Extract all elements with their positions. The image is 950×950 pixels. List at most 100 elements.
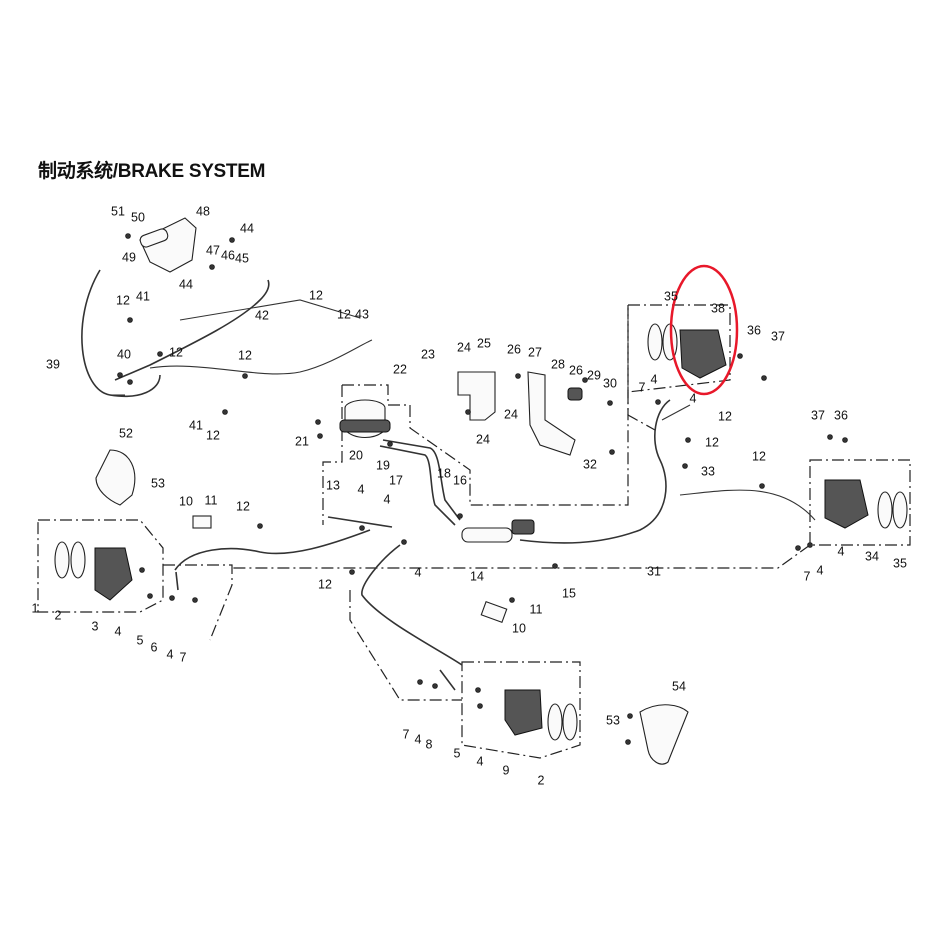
callout-4-h: 4 [167,647,174,661]
callout-52: 52 [119,426,133,440]
callout-1: 1 [32,601,39,615]
outline-cable-link [627,392,656,431]
callout-20: 20 [349,448,363,462]
diagram-title: 制动系统/BRAKE SYSTEM [38,161,266,182]
callout-12-j: 12 [236,499,250,513]
callout-41-b: 41 [189,418,203,432]
part-25-bracket [457,371,496,421]
callout-15: 15 [562,586,576,600]
callout-47: 47 [206,243,220,257]
callout-12-g: 12 [718,409,732,423]
outline-rear-link [232,544,811,569]
part-10b-bracket [480,600,508,624]
callout-19: 19 [376,458,390,472]
outline-front-right-link [349,590,462,701]
callout-18: 18 [437,466,451,480]
callout-4-d: 4 [384,492,391,506]
pipe-17 [379,445,456,526]
callout-16: 16 [453,473,467,487]
callout-31: 31 [647,564,661,578]
hose-42 [179,299,361,321]
callout-53-b: 53 [606,713,620,727]
callout-26: 26 [507,342,521,356]
outline-front-left-caliper [37,519,164,613]
part-28-spring [567,387,583,401]
brake-lines [81,269,816,691]
callout-11-b: 11 [530,602,543,616]
callout-11: 11 [205,493,218,507]
callout-13: 13 [326,478,340,492]
callout-32: 32 [583,457,597,471]
callout-54: 54 [672,679,686,693]
callout-8: 8 [426,737,433,751]
bolts [117,233,848,745]
callout-4-g: 4 [115,624,122,638]
callout-3: 3 [92,619,99,633]
part-3-front-left-caliper [54,541,133,601]
callout-22: 22 [393,362,407,376]
callout-4: 4 [651,372,658,386]
part-9-front-right-caliper [504,689,578,741]
hose-front-right-tip [439,669,456,691]
callout-10-b: 10 [512,621,526,635]
hose-rear-right [679,489,816,521]
part-14-master-cylinder [461,519,535,543]
callout-2: 2 [55,608,62,622]
part-52-cover [95,449,136,506]
callout-37-b: 37 [811,408,825,422]
callout-6: 6 [151,640,158,654]
callout-26-b: 26 [569,363,583,377]
callout-44-lower: 44 [179,277,193,291]
callout-4-f: 4 [817,563,824,577]
callout-24-b: 24 [504,407,518,421]
callout-38: 38 [711,301,725,315]
callout-2-b: 2 [538,773,545,787]
callout-12-c: 12 [337,307,351,321]
hose-upper-mid [114,279,270,381]
callout-4-j: 4 [415,732,422,746]
outline-front-right-caliper [461,661,581,759]
callout-37: 37 [771,329,785,343]
outline-front-left-link [163,564,233,641]
part-20-reservoir [339,399,391,439]
callout-9: 9 [503,763,510,777]
callout-21: 21 [295,434,309,448]
callout-41: 41 [136,289,150,303]
callout-33: 33 [701,464,715,478]
callout-30: 30 [603,376,617,390]
callout-5: 5 [137,633,144,647]
outline-rear-right-caliper [809,459,911,546]
callout-36: 36 [747,323,761,337]
callout-42: 42 [255,308,269,322]
callout-50: 50 [131,210,145,224]
callout-40: 40 [117,347,131,361]
hose-front-right [361,544,463,666]
parts [54,217,908,765]
callout-7-b: 7 [804,569,811,583]
hose-39 [81,269,161,398]
hose-31 [519,399,671,544]
callout-5-b: 5 [454,746,461,760]
hose-rear-upper-tip [661,404,691,421]
hose-front-left [174,529,371,571]
callout-35-b: 35 [893,556,907,570]
callout-4-e: 4 [838,544,845,558]
callout-28: 28 [551,357,565,371]
callout-35: 35 [664,289,678,303]
callout-24-c: 24 [476,432,490,446]
outline-rear-upper-caliper [627,304,731,393]
callout-45: 45 [235,251,249,265]
callout-10: 10 [179,494,193,508]
pipe-18 [382,439,461,521]
group-outlines [37,304,911,759]
callout-4-k: 4 [477,754,484,768]
callout-12-f: 12 [206,428,220,442]
part-54-cover [639,704,689,765]
callout-34: 34 [865,549,879,563]
callout-27: 27 [528,345,542,359]
callout-49: 49 [122,250,136,264]
callout-7-d: 7 [403,727,410,741]
callout-44: 44 [240,221,254,235]
